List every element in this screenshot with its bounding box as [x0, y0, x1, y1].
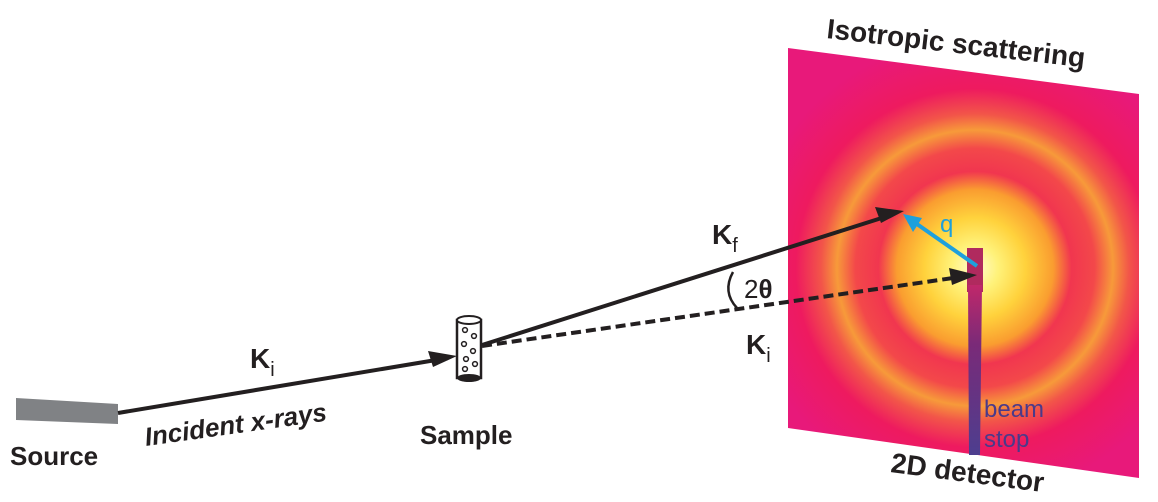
sample-label: Sample	[420, 420, 513, 450]
beam-stop-label-line1: beam	[984, 396, 1044, 423]
two-theta-arc	[727, 271, 738, 309]
incident-arrowhead	[428, 351, 457, 367]
two-theta-label: 2θ	[744, 274, 773, 304]
sample-tube	[455, 315, 483, 382]
kf-arrowhead	[875, 207, 904, 223]
kf-arrow	[481, 214, 889, 347]
q-arrow	[912, 220, 979, 268]
beam-stop	[967, 248, 983, 455]
q-arrowhead	[903, 214, 922, 232]
ki-dashed-arrowhead	[949, 268, 977, 285]
source-block	[16, 398, 118, 424]
kf-label: Kf	[712, 219, 738, 257]
ki-dashed-arrow	[481, 275, 961, 348]
source-label: Source	[10, 441, 98, 471]
detector-panel	[788, 48, 1139, 478]
beam-stop-label-line2: stop	[984, 426, 1029, 453]
q-label: q	[940, 211, 953, 238]
ki-incoming-label: Ki	[250, 343, 275, 381]
ki-straight-label: Ki	[746, 329, 771, 367]
incident-beam-arrow	[117, 356, 449, 415]
